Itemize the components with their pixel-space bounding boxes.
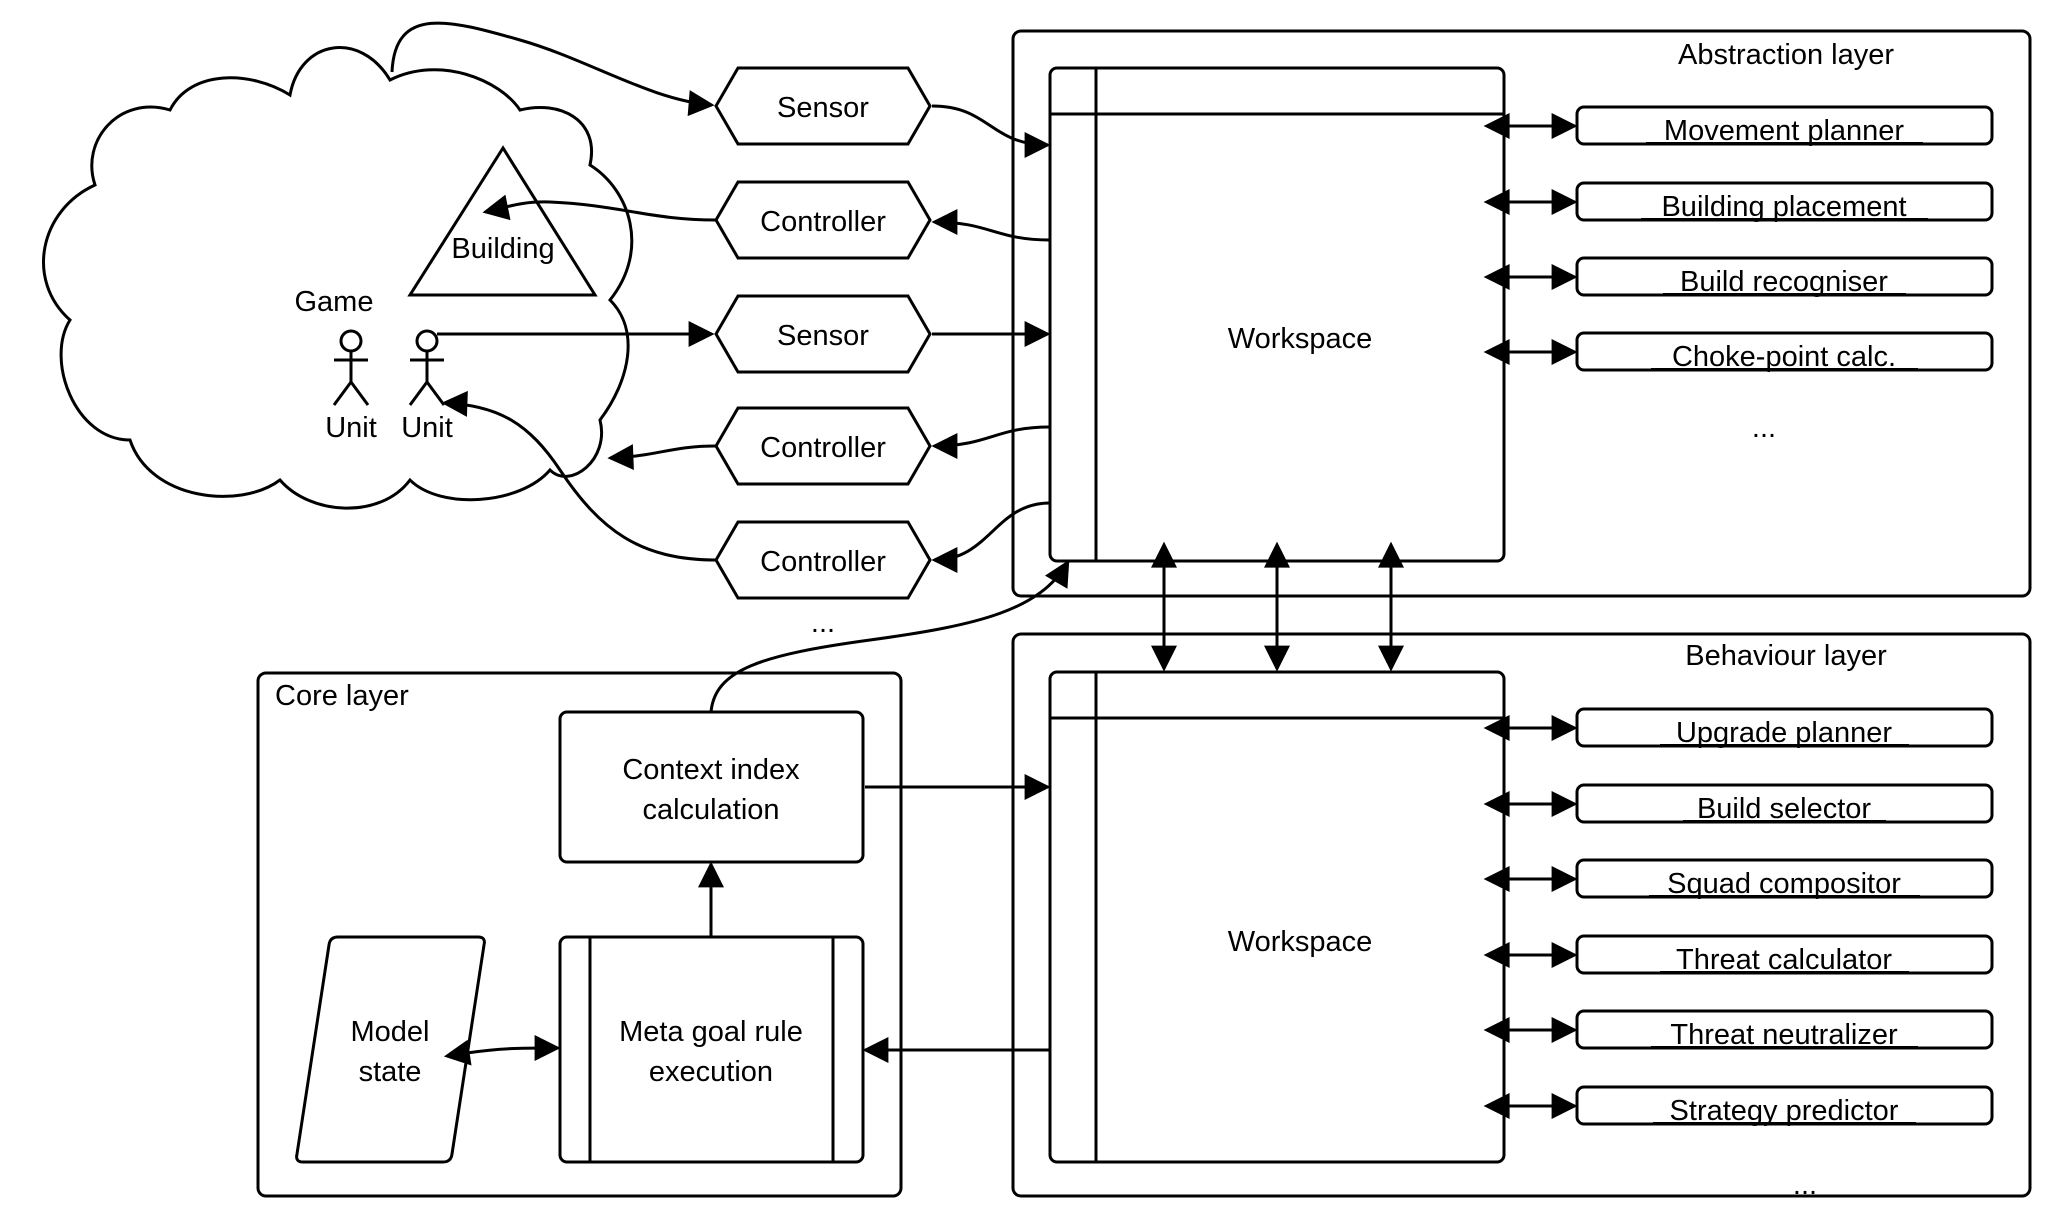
unit-2-leg-left [408, 381, 429, 406]
cloud-shape [42, 46, 634, 510]
arrow-sensor-1-to-workspace [931, 104, 1051, 158]
behaviour-layer-title: Behaviour layer [1685, 640, 1887, 672]
behaviour-workspace[interactable]: Workspace [1048, 670, 1506, 1164]
component-threat-calculator[interactable]: Threat calculator [1483, 934, 1994, 976]
interface-more: ... [811, 607, 835, 639]
meta-goal-rule-execution-box[interactable]: Meta goal rule execution [558, 935, 865, 1164]
component-threat-neutralizer[interactable]: Threat neutralizer [1483, 1009, 1994, 1051]
building-label: Building [451, 233, 554, 265]
arrow-model-state-meta-goal [443, 1035, 561, 1066]
component-choke-point-calc[interactable]: Choke-point calc. [1483, 331, 1994, 373]
svg-text:Build selector: Build selector [1697, 793, 1871, 825]
arrow-workspace-to-controller-2 [931, 425, 1051, 459]
component-movement-planner[interactable]: Movement planner [1483, 105, 1994, 147]
component-upgrade-planner[interactable]: Upgrade planner [1483, 707, 1994, 749]
svg-text:Controller: Controller [760, 432, 886, 464]
svg-text:Build recogniser: Build recogniser [1680, 266, 1888, 298]
svg-text:Movement planner: Movement planner [1664, 115, 1905, 147]
svg-text:Sensor: Sensor [777, 320, 869, 352]
arrow-controller-1-to-building [482, 194, 717, 222]
svg-text:Sensor: Sensor [777, 92, 869, 124]
connectors [390, 21, 1404, 1066]
game-cloud: Game Building Unit Unit [42, 46, 634, 510]
arrow-workspace-to-controller-1 [931, 209, 1051, 242]
abstraction-layer: Abstraction layer Workspace Movement pla… [1011, 29, 2032, 598]
component-build-selector[interactable]: Build selector [1483, 783, 1994, 825]
core-layer-frame [256, 671, 903, 1198]
sensor-node-2[interactable]: Sensor [714, 294, 932, 374]
controller-node-2[interactable]: Controller [714, 406, 932, 486]
component-build-recogniser[interactable]: Build recogniser [1483, 256, 1994, 298]
component-strategy-predictor[interactable]: Strategy predictor [1483, 1085, 1994, 1127]
sensor-node-1[interactable]: Sensor [714, 66, 932, 146]
arrow-workspace-to-controller-3 [931, 501, 1051, 573]
unit-figure-1[interactable] [332, 329, 370, 406]
svg-text:Building placement: Building placement [1661, 191, 1906, 223]
svg-text:calculation: calculation [642, 794, 779, 826]
abstraction-layer-title: Abstraction layer [1678, 39, 1894, 71]
abstraction-more: ... [1752, 412, 1776, 444]
svg-text:Threat neutralizer: Threat neutralizer [1670, 1019, 1898, 1051]
core-layer: Core layer Context index calculation Met… [256, 671, 903, 1198]
arrow-game-to-sensor-1 [390, 21, 715, 117]
svg-text:Meta goal rule: Meta goal rule [619, 1016, 803, 1048]
svg-text:Model: Model [351, 1016, 430, 1048]
unit-2-label: Unit [401, 412, 453, 444]
unit-2-leg-right [425, 381, 446, 406]
model-state-parallelogram[interactable]: Model state [295, 935, 486, 1164]
svg-text:execution: execution [649, 1056, 773, 1088]
svg-text:Strategy predictor: Strategy predictor [1670, 1095, 1899, 1127]
building-triangle[interactable] [407, 145, 598, 297]
abstraction-workspace-label: Workspace [1228, 323, 1373, 355]
svg-text:Squad compositor: Squad compositor [1667, 868, 1901, 900]
context-index-calculation-box[interactable]: Context index calculation [558, 710, 865, 864]
abstraction-layer-frame [1011, 29, 2032, 598]
game-label: Game [295, 286, 374, 318]
unit-1-head-icon [339, 329, 363, 353]
abstraction-component-list: Movement planner Building placement Buil… [1483, 105, 1994, 444]
arrow-controller-2-to-cloud [607, 444, 717, 471]
component-building-placement[interactable]: Building placement [1483, 181, 1994, 223]
unit-1-leg-left [332, 381, 353, 406]
unit-figure-2[interactable] [408, 329, 446, 406]
behaviour-more: ... [1793, 1169, 1817, 1201]
behaviour-component-list: Upgrade planner Build selector Squad com… [1483, 707, 1994, 1201]
behaviour-layer: Behaviour layer Workspace Upgrade planne… [1011, 632, 2032, 1201]
unit-1-label: Unit [325, 412, 377, 444]
controller-node-3[interactable]: Controller [714, 520, 932, 600]
interface-nodes: Sensor Controller Sensor Controller Cont… [714, 66, 932, 639]
svg-text:Context index: Context index [622, 754, 800, 786]
svg-text:Controller: Controller [760, 206, 886, 238]
unit-1-leg-right [349, 381, 370, 406]
arrow-context-index-to-abstraction-workspace [709, 559, 1070, 713]
core-layer-title: Core layer [275, 680, 409, 712]
abstraction-workspace[interactable]: Workspace [1048, 66, 1506, 563]
svg-text:Choke-point calc.: Choke-point calc. [1672, 341, 1896, 373]
svg-text:Upgrade planner: Upgrade planner [1676, 717, 1892, 749]
svg-text:state: state [359, 1056, 422, 1088]
behaviour-layer-frame [1011, 632, 2032, 1198]
behaviour-workspace-label: Workspace [1228, 926, 1373, 958]
component-squad-compositor[interactable]: Squad compositor [1483, 858, 1994, 900]
unit-2-head-icon [415, 329, 439, 353]
svg-text:Threat calculator: Threat calculator [1676, 944, 1892, 976]
svg-text:Controller: Controller [760, 546, 886, 578]
arrow-controller-3-to-unit [441, 390, 717, 562]
controller-node-1[interactable]: Controller [714, 180, 932, 260]
